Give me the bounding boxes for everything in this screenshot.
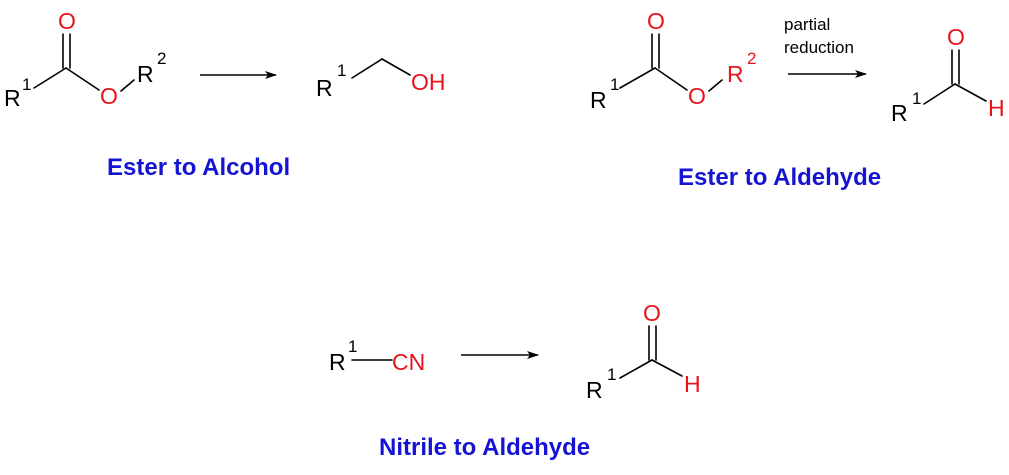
r-label: R <box>727 61 744 87</box>
superscript-1: 1 <box>348 337 357 356</box>
nitrile-to-aldehyde-reaction: R 1 CN R 1 O H Nitrile to Aldehyde <box>329 300 701 461</box>
r-label: R <box>316 75 333 101</box>
partial-reduction-note: partial <box>784 15 830 34</box>
superscript-1: 1 <box>912 89 921 108</box>
aldehyde-structure: R 1 O H <box>891 24 1005 126</box>
ester-to-alcohol-reaction: R 1 O O R 2 R 1 OH Ester to Alcohol <box>4 8 446 181</box>
r-label: R <box>891 100 908 126</box>
superscript-1: 1 <box>22 75 31 94</box>
r-label: R <box>4 85 21 111</box>
superscript-1: 1 <box>607 365 616 384</box>
carbonyl-oxygen: O <box>647 8 665 34</box>
nitrile-group: CN <box>392 349 425 375</box>
r-label: R <box>586 377 603 403</box>
r-label: R <box>329 349 346 375</box>
r-label: R <box>137 61 154 87</box>
ester-oxygen: O <box>100 83 118 109</box>
ester-to-aldehyde-caption: Ester to Aldehyde <box>678 164 881 191</box>
r-label: R <box>590 87 607 113</box>
aldehyde-hydrogen: H <box>988 95 1005 121</box>
ester-oxygen: O <box>688 83 706 109</box>
ester-structure: R 1 O O R 2 <box>4 8 166 111</box>
superscript-1: 1 <box>610 75 619 94</box>
superscript-2: 2 <box>747 49 756 68</box>
aldehyde-structure: R 1 O H <box>586 300 701 403</box>
ester-structure: R 1 O O R 2 <box>590 8 756 113</box>
aldehyde-hydrogen: H <box>684 371 701 397</box>
nitrile-to-aldehyde-caption: Nitrile to Aldehyde <box>379 434 590 461</box>
carbonyl-oxygen: O <box>643 300 661 326</box>
ester-to-alcohol-caption: Ester to Alcohol <box>107 154 290 181</box>
alcohol-structure: R 1 OH <box>316 58 446 101</box>
partial-reduction-note: reduction <box>784 38 854 57</box>
carbonyl-oxygen: O <box>58 8 76 34</box>
hydroxyl-group: OH <box>411 69 446 95</box>
superscript-2: 2 <box>157 49 166 68</box>
ester-to-aldehyde-reaction: R 1 O O R 2 partial reduction R 1 O H Es… <box>590 8 1005 191</box>
nitrile-structure: R 1 CN <box>329 337 425 375</box>
superscript-1: 1 <box>337 61 346 80</box>
carbonyl-oxygen: O <box>947 24 965 50</box>
